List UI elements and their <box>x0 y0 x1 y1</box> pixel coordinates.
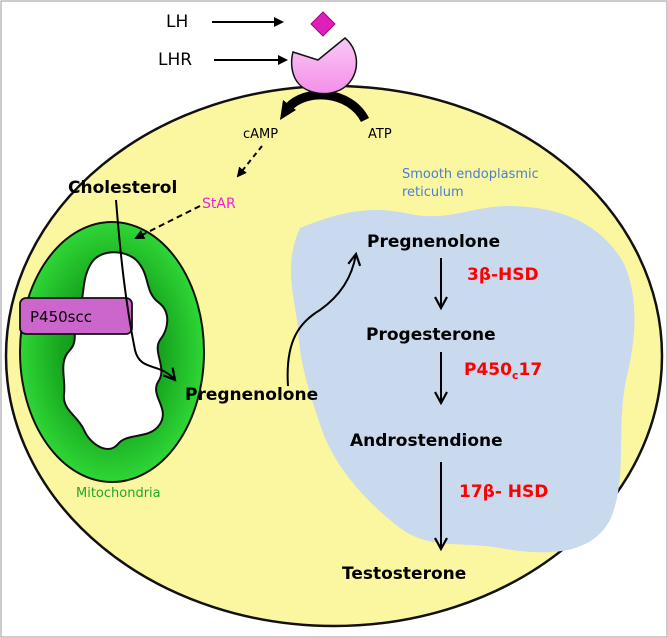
adenylyl-cyclase-arc <box>284 90 370 123</box>
androstendione-label: Androstendione <box>350 431 503 451</box>
p450scc-box <box>19 297 133 335</box>
lh-receptor <box>290 37 358 95</box>
mitochondria-label: Mitochondria <box>76 486 161 501</box>
star-arrow <box>134 205 201 239</box>
p450scc-label: P450scc <box>30 308 92 326</box>
lhr-label: LHR <box>158 50 192 70</box>
er-label-line1: Smooth endoplasmic <box>402 167 539 182</box>
enzyme-p450c17: P450c17 <box>464 360 542 382</box>
er-label-line2: reticulum <box>402 185 464 200</box>
er-pregnenolone-label: Pregnenolone <box>367 232 500 252</box>
camp-to-star-arrow <box>236 145 263 178</box>
progesterone-label: Progesterone <box>366 325 496 345</box>
star-label: StAR <box>202 196 236 212</box>
lh-label: LH <box>166 12 188 32</box>
testosterone-label: Testosterone <box>342 564 466 584</box>
lh-ligand-icon <box>310 11 336 37</box>
cholesterol-to-pregnenolone-arrow <box>115 199 175 380</box>
cholesterol-label: Cholesterol <box>68 178 177 198</box>
atp-label: ATP <box>368 127 392 142</box>
arc-arrowhead <box>280 100 296 120</box>
mito-pregnenolone-label: Pregnenolone <box>185 385 318 405</box>
transport-to-er-arrow <box>286 254 356 387</box>
enzyme-17b-hsd: 17β- HSD <box>459 482 548 502</box>
smooth-er-region <box>290 206 635 553</box>
enzyme-3b-hsd: 3β-HSD <box>467 265 539 285</box>
camp-label: cAMP <box>243 127 278 142</box>
